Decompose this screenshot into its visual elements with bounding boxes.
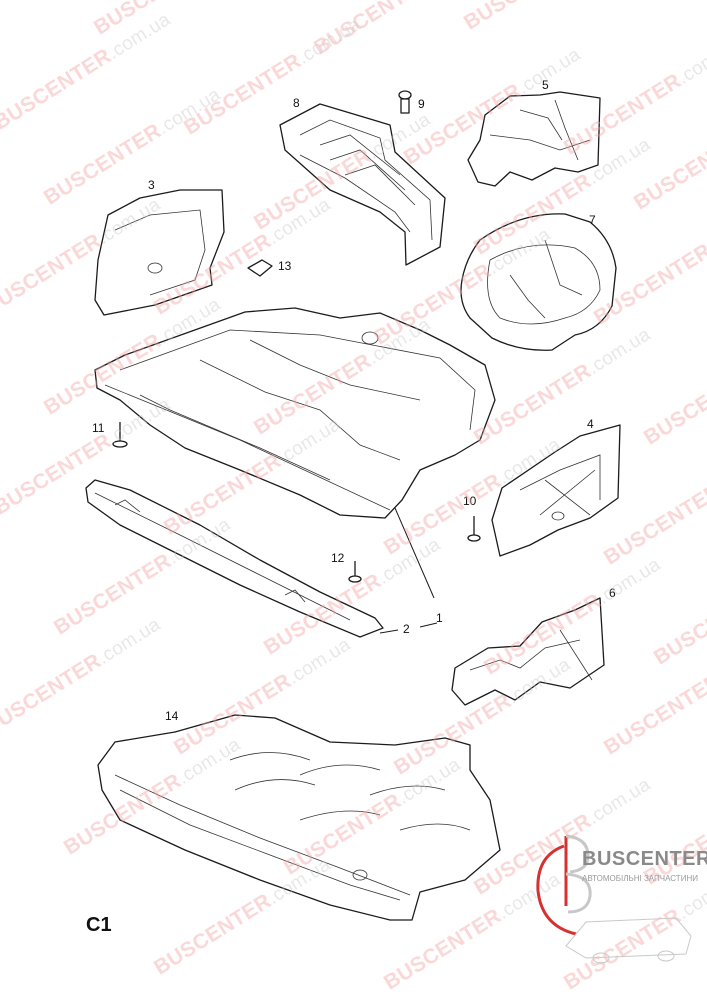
callout-10: 10 [463, 494, 477, 508]
callout-9: 9 [418, 97, 425, 111]
part-4-shape [491, 424, 621, 557]
part-5-shape [467, 91, 601, 187]
part-13-shape [247, 259, 273, 277]
part-3-shape [94, 189, 225, 316]
logo-brand-text: BUSCENTER [582, 848, 707, 870]
callout-1: 1 [436, 611, 443, 625]
part-1-shape [94, 307, 496, 519]
logo-emblem-icon [536, 834, 692, 964]
callout-5: 5 [542, 78, 549, 92]
callout-3: 3 [148, 178, 155, 192]
part-6-shape [451, 597, 605, 706]
part-8-shape [279, 103, 446, 266]
callout-2: 2 [403, 622, 410, 636]
part-9-shape [398, 90, 412, 114]
buscenter-logo: BUSCENTER АВТОМОБІЛЬНІ ЗАПЧАСТИНИ [526, 826, 707, 976]
part-12-shape [348, 561, 362, 583]
part-2-shape [85, 479, 384, 638]
logo-tagline: АВТОМОБІЛЬНІ ЗАПЧАСТИНИ [582, 874, 698, 883]
part-10-shape [467, 516, 481, 542]
part-11-shape [112, 422, 128, 448]
callout-7: 7 [589, 213, 596, 227]
callout-13: 13 [278, 259, 292, 273]
diagram-code: C1 [86, 914, 112, 936]
callout-6: 6 [609, 586, 616, 600]
callout-11: 11 [92, 421, 105, 435]
leader-lines [379, 507, 438, 634]
callout-4: 4 [587, 417, 594, 431]
callout-12: 12 [331, 551, 345, 565]
callout-8: 8 [293, 96, 300, 110]
callout-14: 14 [165, 709, 179, 723]
part-7-shape [460, 213, 617, 351]
part-14-shape [97, 714, 501, 921]
